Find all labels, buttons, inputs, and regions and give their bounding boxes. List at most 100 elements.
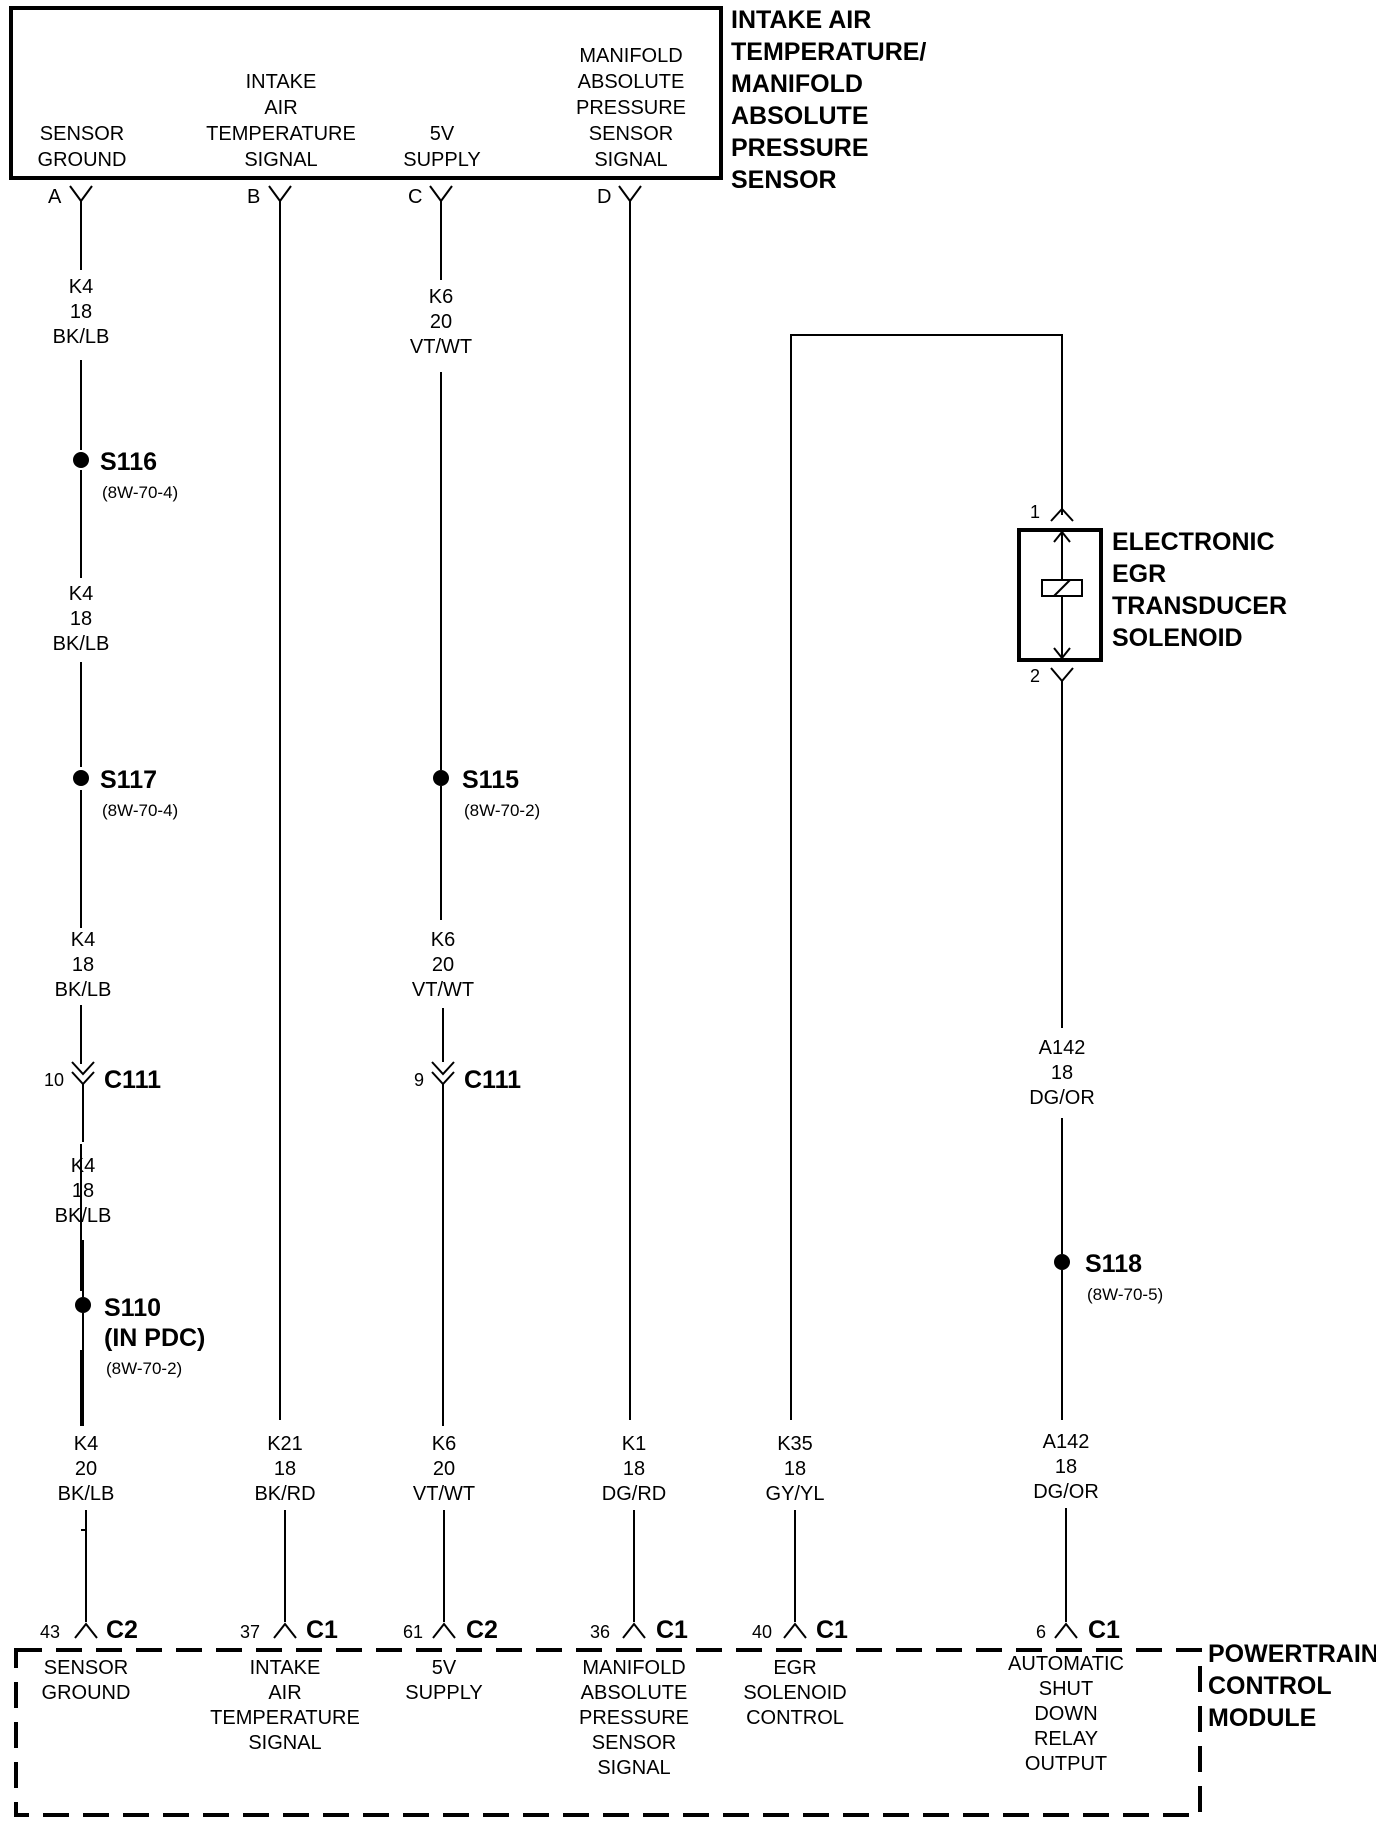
- wire-label-line: BK/RD: [254, 1483, 315, 1505]
- solenoid-connector-top-symbol: [1050, 507, 1074, 522]
- splice-s116-name: S116: [100, 448, 157, 476]
- connector-c111-k6-name: C111: [464, 1066, 521, 1094]
- sensor-pin-d-label: MANIFOLD: [579, 45, 682, 67]
- splice-s116-dot: [73, 452, 89, 468]
- wire-label-k4-a: K4 18 BK/LB: [53, 276, 110, 348]
- splice-s115-name: S115: [462, 766, 519, 794]
- sensor-pin-b-label: AIR: [264, 97, 297, 119]
- wire-label-line: A142: [1043, 1431, 1090, 1453]
- wire-segment: [790, 334, 1063, 1420]
- wire-label-line: 20: [75, 1458, 97, 1480]
- solenoid-pin-1: 1: [1030, 502, 1040, 522]
- sensor-pin-a-label: GROUND: [38, 149, 127, 171]
- sensor-title-line: ABSOLUTE: [731, 102, 869, 130]
- pcm-connector-37-symbol: [273, 1622, 297, 1639]
- pcm-pin-37: 37: [240, 1622, 260, 1642]
- wire-label-k6-a: K6 20 VT/WT: [410, 286, 472, 358]
- pcm-pin-61-label: SUPPLY: [405, 1682, 482, 1704]
- wire-label-line: DG/RD: [602, 1483, 666, 1505]
- connector-c111-k4-pin: 10: [44, 1070, 64, 1090]
- pcm-pin-37-label: AIR: [268, 1682, 301, 1704]
- solenoid-box: [1017, 528, 1103, 662]
- pcm-pin-40: 40: [752, 1622, 772, 1642]
- pcm-connector-40-name: C1: [816, 1616, 848, 1644]
- pcm-pin-6-label: DOWN: [1034, 1703, 1097, 1725]
- pcm-pin-36-label: ABSOLUTE: [581, 1682, 688, 1704]
- pcm-connector-61-name: C2: [466, 1616, 498, 1644]
- wire-label-line: DG/OR: [1029, 1087, 1095, 1109]
- pcm-pin-61-label: 5V: [432, 1657, 457, 1679]
- solenoid-title-line: ELECTRONIC: [1112, 528, 1275, 556]
- sensor-pin-d-label: SIGNAL: [594, 149, 667, 171]
- splice-s117-name: S117: [100, 766, 157, 794]
- wire-label-line: BK/LB: [53, 326, 110, 348]
- wire-label-line: K21: [267, 1433, 303, 1455]
- pcm-pin-36-label: PRESSURE: [579, 1707, 689, 1729]
- wire-label-k4-b: K4 18 BK/LB: [53, 583, 110, 655]
- wire-label-line: VT/WT: [410, 336, 472, 358]
- pcm-pin-37-label: SIGNAL: [248, 1732, 321, 1754]
- pcm-pin-61: 61: [403, 1622, 423, 1642]
- wire-label-line: K4: [74, 1433, 98, 1455]
- sensor-title-line: PRESSURE: [731, 134, 869, 162]
- sensor-pin-d-label: ABSOLUTE: [578, 71, 685, 93]
- pcm-title-line: MODULE: [1208, 1704, 1316, 1732]
- wire-label-line: K4: [71, 929, 95, 951]
- wire-k1-map-signal: [629, 201, 635, 1622]
- pcm-title-line: POWERTRAIN: [1208, 1640, 1376, 1668]
- sensor-pin-d-label: SENSOR: [589, 123, 673, 145]
- wire-label-k4-c: K4 18 BK/LB: [55, 929, 112, 1001]
- pcm-connector-6-symbol: [1054, 1622, 1078, 1639]
- wire-label-line: GY/YL: [766, 1483, 825, 1505]
- solenoid-connector-bottom-symbol: [1050, 667, 1074, 683]
- wire-label-k4-d: K4 18 BK/LB: [55, 1155, 112, 1227]
- pcm-title: POWERTRAIN CONTROL MODULE: [1208, 1640, 1376, 1732]
- wire-label-line: 18: [623, 1458, 645, 1480]
- pcm-pin-6-label: OUTPUT: [1025, 1753, 1107, 1775]
- pcm-pin-40-label: SOLENOID: [743, 1682, 846, 1704]
- wire-label-line: K6: [431, 929, 455, 951]
- pcm-pin-43-label: SENSOR: [44, 1657, 128, 1679]
- wire-label-line: 18: [274, 1458, 296, 1480]
- pcm-connector-37-name: C1: [306, 1616, 338, 1644]
- splice-s117-ref: (8W-70-4): [102, 801, 178, 820]
- wire-a142-asd-output: [1061, 681, 1067, 1622]
- splice-s115-ref: (8W-70-2): [464, 801, 540, 820]
- pcm-pin-36-label: MANIFOLD: [582, 1657, 685, 1679]
- solenoid-internal-arrows: [1053, 530, 1071, 660]
- sensor-title-line: MANIFOLD: [731, 70, 863, 98]
- pcm-connector-36-name: C1: [656, 1616, 688, 1644]
- wire-label-k1: K1 18 DG/RD: [602, 1433, 666, 1505]
- sensor-connector-b-symbol: [268, 185, 292, 203]
- wire-label-line: K6: [429, 286, 453, 308]
- sensor-connector-d-symbol: [618, 185, 642, 203]
- pcm-pin-labels: SENSOR GROUND INTAKE AIR TEMPERATURE SIG…: [42, 1653, 1124, 1779]
- wire-label-line: BK/LB: [58, 1483, 115, 1505]
- pcm-connector-43-symbol: [74, 1622, 98, 1639]
- sensor-pin-b-label: SIGNAL: [244, 149, 317, 171]
- wire-label-line: K4: [69, 276, 93, 298]
- sensor-pin-b: B: [247, 186, 260, 208]
- wire-label-line: VT/WT: [412, 979, 474, 1001]
- pcm-pin-37-label: TEMPERATURE: [210, 1707, 360, 1729]
- splice-s117-dot: [73, 770, 89, 786]
- solenoid-pin-2: 2: [1030, 666, 1040, 686]
- wire-label-line: BK/LB: [55, 979, 112, 1001]
- sensor-title-line: SENSOR: [731, 166, 837, 194]
- sensor-pin-b-label: INTAKE: [246, 71, 317, 93]
- sensor-pin-d-label: PRESSURE: [576, 97, 686, 119]
- connector-c111-k6-symbol: [431, 1061, 455, 1086]
- sensor-pin-c-label: 5V: [430, 123, 455, 145]
- splice-s118-dot: [1054, 1254, 1070, 1270]
- pcm-pin-36: 36: [590, 1622, 610, 1642]
- splice-s110-dot: [75, 1297, 91, 1313]
- splice-s115-dot: [433, 770, 449, 786]
- sensor-pin-a-label: SENSOR: [40, 123, 124, 145]
- wire-label-a142-b: A142 18 DG/OR: [1033, 1431, 1099, 1503]
- pcm-pin-6: 6: [1036, 1622, 1046, 1642]
- wire-label-line: DG/OR: [1033, 1481, 1099, 1503]
- wire-label-k6-b: K6 20 VT/WT: [412, 929, 474, 1001]
- wire-label-line: 18: [784, 1458, 806, 1480]
- connector-c111-k4-symbol: [71, 1061, 95, 1086]
